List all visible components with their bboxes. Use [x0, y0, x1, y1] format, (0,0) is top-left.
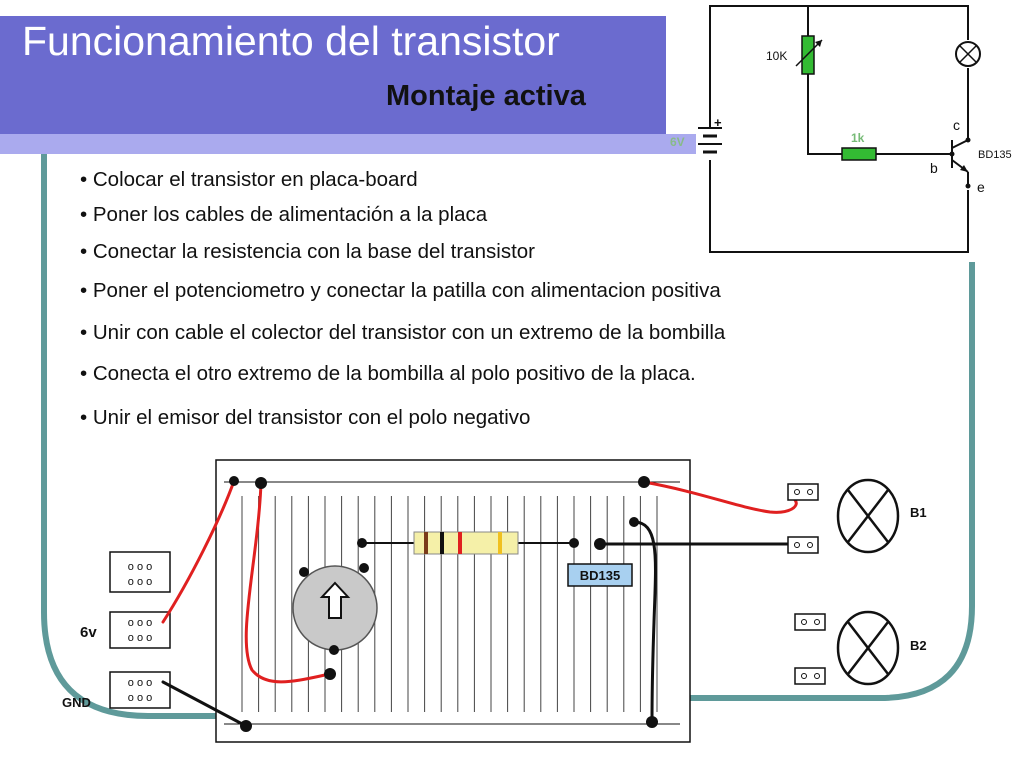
- wire-black-emitter: [632, 520, 657, 724]
- wire-red-pot: [244, 481, 332, 684]
- socket-6v-row1: o o o: [128, 617, 152, 629]
- wire-red-lamp: [642, 480, 798, 514]
- bullet-7: Unir el emisor del transistor con el pol…: [80, 406, 531, 430]
- emitter-dot: [965, 183, 971, 189]
- schematic-wire-outer: [709, 5, 969, 128]
- socket-gnd-row2: o o o: [128, 692, 152, 704]
- bullet-4: Poner el potenciometro y conectar la pat…: [80, 279, 721, 303]
- battery-label: 6V: [670, 135, 685, 149]
- battery-plus: +: [714, 115, 722, 130]
- lamp-b1-socket-bottom: [787, 536, 819, 554]
- lamp-b2: [836, 610, 900, 686]
- pot-label: 10K: [766, 49, 787, 63]
- bullet-1: Colocar el transistor en placa-board: [80, 168, 418, 192]
- lamp-b2-socket-bottom: [794, 667, 826, 685]
- slide-subtitle: Montaje activa: [386, 80, 586, 112]
- lamp-b1-label: B1: [910, 505, 927, 520]
- schematic-wire-bottom: [709, 160, 969, 253]
- bullet-6: Conecta el otro extremo de la bombilla a…: [80, 362, 696, 386]
- wire-red-supply: [161, 479, 236, 624]
- resistor-symbol: [841, 147, 877, 161]
- wire-black-gnd: [161, 680, 248, 728]
- collector-label: c: [953, 117, 960, 133]
- lamp-b1-socket-top: [787, 483, 819, 501]
- transistor-tag: [567, 563, 633, 587]
- title-band-shadow: [0, 134, 666, 154]
- bullet-5: Unir con cable el colector del transisto…: [80, 321, 725, 345]
- socket-6v: o o o o o o: [109, 611, 171, 649]
- bullet-3: Conectar la resistencia con la base del …: [80, 240, 535, 264]
- supply-label: 6v: [80, 624, 97, 641]
- slide-title: Funcionamiento del transistor: [22, 18, 560, 64]
- emitter-label: e: [977, 179, 985, 195]
- base-label: b: [930, 160, 938, 176]
- base-dot: [949, 151, 955, 157]
- battery-symbol: [698, 127, 722, 154]
- resistor-band-3: [458, 532, 462, 554]
- lamp-b2-socket-top: [794, 613, 826, 631]
- ground-label: GND: [62, 695, 91, 710]
- socket-top-left: o o o o o o: [109, 551, 171, 593]
- breadboard-outline: [215, 459, 691, 743]
- emitter-arrowhead: [960, 165, 968, 172]
- bullet-2: Poner los cables de alimentación a la pl…: [80, 203, 487, 227]
- potentiometer-arrowhead: [815, 40, 822, 47]
- socket-gnd-row1: o o o: [128, 677, 152, 689]
- wire-endpoints: [229, 476, 658, 732]
- resistor-band-4: [498, 532, 502, 554]
- lamp-b1: [836, 478, 900, 554]
- transistor-tag-label: BD135: [580, 568, 620, 583]
- socket-6v-row2: o o o: [128, 632, 152, 644]
- schematic-transistor-label: BD135: [978, 149, 1012, 161]
- slide-frame: [41, 154, 975, 719]
- collector-dot: [965, 137, 971, 143]
- socket-top-left-row1: o o o: [128, 561, 152, 573]
- socket-top-left-row2: o o o: [128, 576, 152, 588]
- resistor-band-1: [424, 532, 428, 554]
- socket-gnd: o o o o o o: [109, 671, 171, 709]
- schematic-wire-mid: [807, 74, 842, 155]
- breadboard-resistor: [413, 531, 519, 555]
- title-band-shadow-tail: [666, 134, 696, 154]
- resistor-band-2: [440, 532, 444, 554]
- potentiometer-knob-arrow: [319, 581, 351, 619]
- resistor-label: 1k: [851, 131, 865, 145]
- title-band: [0, 16, 666, 134]
- lamp-b2-label: B2: [910, 638, 927, 653]
